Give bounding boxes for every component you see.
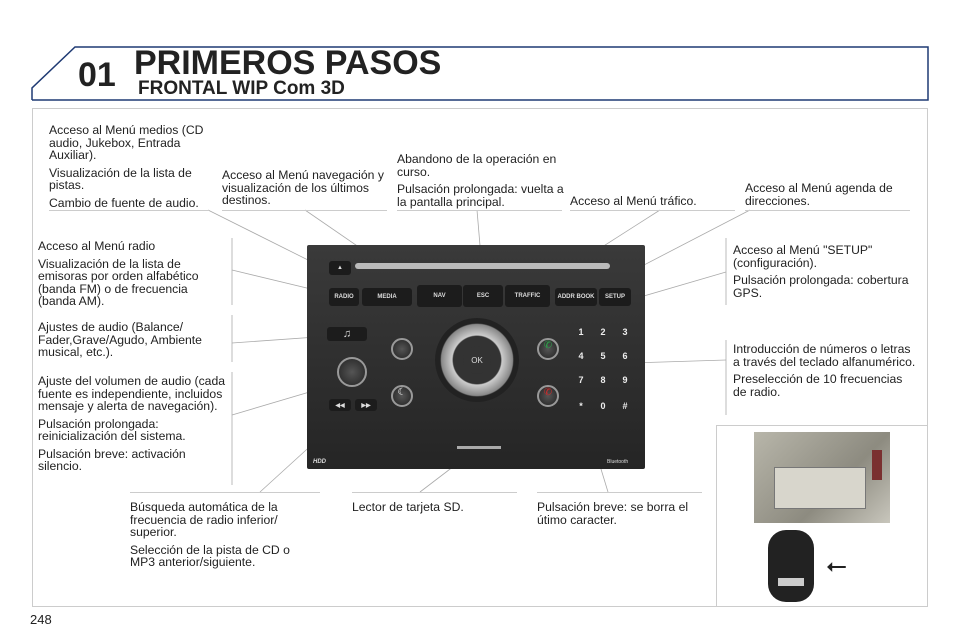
key-0[interactable]: 0 [600,401,606,411]
key-star[interactable]: * [579,401,583,411]
ok-button[interactable]: OK [463,346,491,374]
key-2[interactable]: 2 [600,327,606,337]
key-1[interactable]: 1 [578,327,584,337]
callout-seek: Búsqueda automática de la frecuencia de … [130,500,290,569]
radio-button[interactable]: RADIO [329,288,359,306]
callout-audio: Ajustes de audio (Balance/ Fader,Grave/A… [38,320,202,359]
esc-button[interactable]: ESC [463,285,503,307]
usb-icon: ⭠ [826,550,847,580]
page-title: PRIMEROS PASOS [134,44,442,82]
address-book-button[interactable]: ADDR BOOK [555,288,597,306]
key-hash[interactable]: # [622,401,628,411]
sd-card-slot [457,446,501,449]
volume-knob[interactable] [337,357,367,387]
key-4[interactable]: 4 [578,351,584,361]
eject-button[interactable]: ▲ [329,261,351,275]
callout-keypad: Introducción de números o letras a travé… [733,342,916,399]
callout-volume: Ajuste del volumen de audio (cada fuente… [38,374,225,473]
key-9[interactable]: 9 [622,375,628,385]
night-mode-button[interactable]: ☾ [391,385,413,407]
callout-media: Acceso al Menú medios (CD audio, Jukebox… [49,123,204,210]
callout-setup: Acceso al Menú "SETUP" (configuración).P… [733,243,909,300]
page-number: 248 [30,612,52,627]
callout-esc: Abandono de la operación en curso.Pulsac… [397,152,564,209]
traffic-button[interactable]: TRAFFIC [505,285,550,307]
callout-clear: Pulsación breve: se borra el útimo carac… [537,500,689,527]
nav-button[interactable]: NAV [417,285,462,307]
phone-book-button[interactable] [391,338,413,360]
chapter-number: 01 [78,56,116,94]
key-6[interactable]: 6 [622,351,628,361]
hdd-label: HDD [313,459,326,465]
page-subtitle: FRONTAL WIP Com 3D [138,78,345,99]
seek-forward-button[interactable]: ▶▶ [355,399,377,411]
glovebox-photo [754,432,890,523]
callout-address-book: Acceso al Menú agenda de direcciones. [745,181,893,208]
audio-settings-button[interactable]: ♫ [327,327,367,341]
radio-front-panel: ▲ RADIO MEDIA NAV ESC TRAFFIC ADDR BOOK … [307,245,645,469]
callout-sd: Lector de tarjeta SD. [352,500,464,514]
key-5[interactable]: 5 [600,351,606,361]
callout-nav: Acceso al Menú navegación y visualizació… [222,168,384,207]
media-button[interactable]: MEDIA [362,288,412,306]
key-8[interactable]: 8 [600,375,606,385]
seek-back-button[interactable]: ◀◀ [329,399,351,411]
usb-port-photo [768,530,814,602]
cd-slot [355,263,610,269]
call-button[interactable]: ✆ [537,338,559,360]
hang-up-button[interactable]: ✆ [537,385,559,407]
key-3[interactable]: 3 [622,327,628,337]
setup-button[interactable]: SETUP [599,288,631,306]
callout-traffic: Acceso al Menú tráfico. [570,194,697,208]
bluetooth-label: Bluetooth [607,459,629,465]
key-7[interactable]: 7 [578,375,584,385]
